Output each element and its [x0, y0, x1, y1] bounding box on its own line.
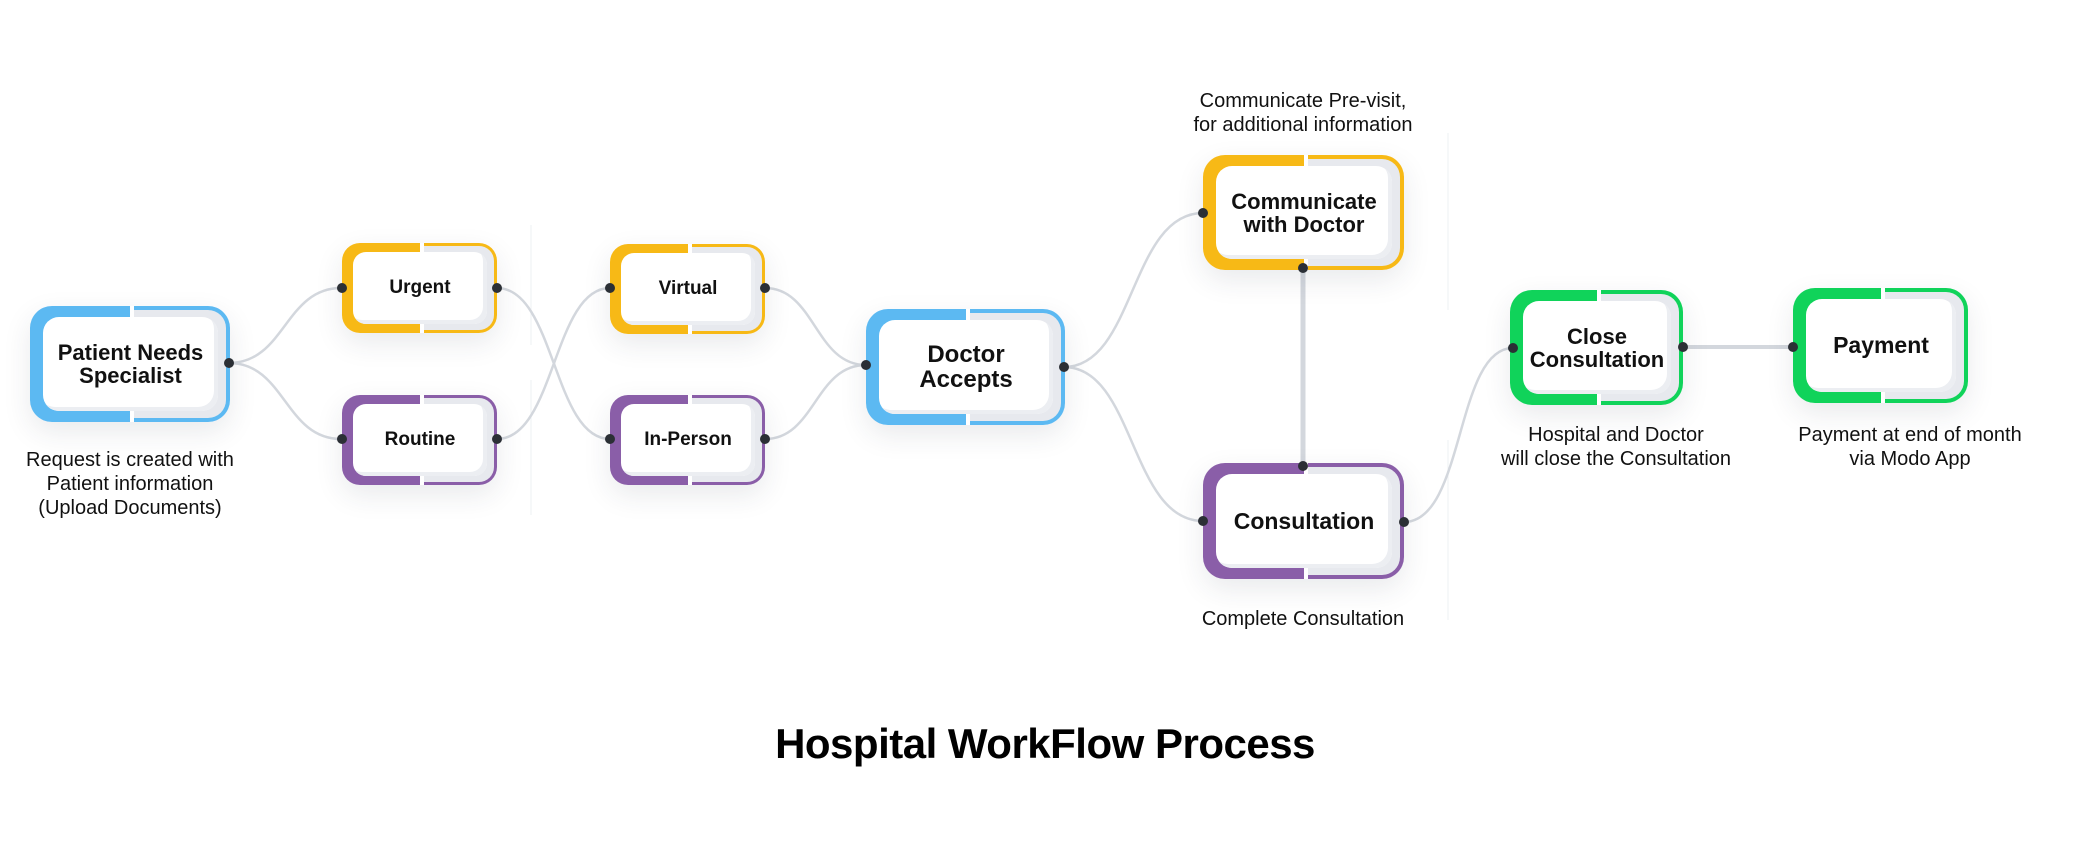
port-dot[interactable] — [861, 360, 871, 370]
node-close-consultation[interactable]: Close Consultation — [1510, 290, 1683, 405]
port-dot[interactable] — [760, 434, 770, 444]
caption-payment: Payment at end of month via Modo App — [1798, 424, 2022, 470]
caption-consultation: Complete Consultation — [1201, 608, 1405, 630]
edge-consultation-close — [1403, 346, 1514, 524]
caption-close: Hospital and Doctor will close the Consu… — [1500, 424, 1732, 470]
node-label: Urgent — [353, 252, 487, 324]
port-dot[interactable] — [224, 358, 234, 368]
port-dot[interactable] — [492, 434, 502, 444]
node-urgent[interactable]: Urgent — [342, 243, 497, 333]
edge-virtual-doctor — [764, 286, 867, 367]
port-dot[interactable] — [760, 283, 770, 293]
node-label: Communicate with Doctor — [1216, 166, 1392, 259]
caption-communicate: Communicate Pre-visit, for additional in… — [1193, 90, 1413, 136]
node-virtual[interactable]: Virtual — [610, 244, 765, 334]
port-dot[interactable] — [1298, 461, 1308, 471]
edge-routine-virtual — [496, 286, 611, 441]
node-label: Close Consultation — [1523, 301, 1671, 394]
port-dot[interactable] — [1059, 362, 1069, 372]
edge-doctor-communicate — [1063, 211, 1204, 369]
node-label: Routine — [353, 404, 487, 476]
edge-in-person-doctor — [764, 363, 867, 441]
port-dot[interactable] — [492, 283, 502, 293]
node-communicate-with-doctor[interactable]: Communicate with Doctor — [1203, 155, 1404, 270]
edge-patient-routine — [228, 361, 342, 441]
node-label: Virtual — [621, 253, 755, 325]
port-dot[interactable] — [1198, 208, 1208, 218]
port-dot[interactable] — [337, 283, 347, 293]
caption-patient: Request is created with Patient informat… — [26, 449, 234, 519]
node-routine[interactable]: Routine — [342, 395, 497, 485]
edge-doctor-consultation — [1063, 365, 1204, 523]
diagram-title: Hospital WorkFlow Process — [775, 720, 1315, 767]
node-in-person[interactable]: In-Person — [610, 395, 765, 485]
port-dot[interactable] — [1198, 516, 1208, 526]
node-patient-needs-specialist[interactable]: Patient Needs Specialist — [30, 306, 230, 422]
port-dot[interactable] — [1399, 517, 1409, 527]
port-dot[interactable] — [1298, 263, 1308, 273]
edge-patient-urgent — [228, 286, 342, 365]
node-doctor-accepts[interactable]: Doctor Accepts — [866, 309, 1065, 425]
port-dot[interactable] — [1508, 343, 1518, 353]
node-label: In-Person — [621, 404, 755, 476]
node-label: Patient Needs Specialist — [43, 317, 218, 411]
port-dot[interactable] — [1788, 342, 1798, 352]
node-label: Payment — [1806, 299, 1956, 392]
node-consultation[interactable]: Consultation — [1203, 463, 1404, 579]
node-payment[interactable]: Payment — [1793, 288, 1968, 403]
node-label: Doctor Accepts — [879, 320, 1053, 414]
port-dot[interactable] — [337, 434, 347, 444]
node-label: Consultation — [1216, 474, 1392, 568]
port-dot[interactable] — [1678, 342, 1688, 352]
port-dot[interactable] — [605, 283, 615, 293]
port-dot[interactable] — [605, 434, 615, 444]
